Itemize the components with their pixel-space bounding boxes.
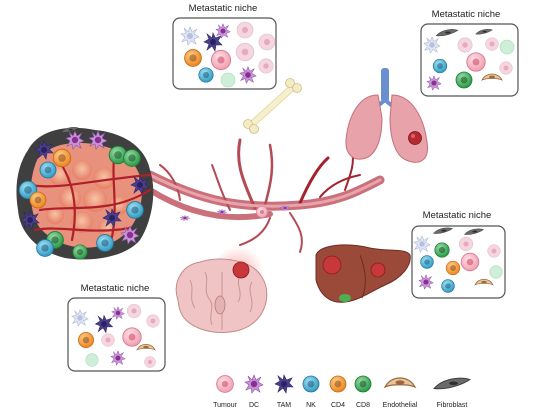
legend-label: CD8 [356,402,370,409]
metastatic-niche-lung: Metastatic niche [420,9,519,97]
legend-label: TAM [277,402,291,409]
primary-tumour [16,126,154,260]
cd4-t-cell-icon [329,375,347,393]
niche-title: Metastatic niche [432,9,501,20]
metastatic-niche-brain: Metastatic niche [67,283,166,372]
dendritic-cell-icon [244,374,264,394]
blood-vessels [145,138,385,253]
metastatic-niche-bone: Metastatic niche [172,3,277,90]
cd8-t-cell-icon [354,375,372,393]
tumour-cell-icon [216,375,234,393]
legend-label: NK [306,402,316,409]
lung-organ [345,68,429,163]
macrophage-icon [274,374,294,394]
legend: Tumour DC TAM NK CD4 CD8 Endothelial Fi [213,374,471,409]
legend-label: DC [249,402,259,409]
niche-title: Metastatic niche [81,283,150,294]
metastatic-niche-liver: Metastatic niche [411,210,506,299]
endothelial-cell-icon [384,377,416,388]
legend-label: Endothelial [383,402,418,409]
bone-organ [243,78,302,134]
niche-title: Metastatic niche [423,210,492,221]
legend-item-tumour: Tumour [213,375,238,409]
fibroblast-icon [433,377,471,390]
legend-label: Fibroblast [437,402,468,409]
legend-label: Tumour [213,402,238,409]
legend-item-cd8: CD8 [354,375,372,409]
legend-item-nk: NK [302,375,320,409]
legend-item-endothelial: Endothelial [383,377,418,409]
legend-item-cd4: CD4 [329,375,347,409]
liver-organ [315,244,411,303]
niche-title: Metastatic niche [189,3,258,14]
legend-label: CD4 [331,402,345,409]
nk-cell-icon [302,375,320,393]
legend-item-dc: DC [244,374,264,409]
brain-organ [175,246,268,333]
legend-item-tam: TAM [274,374,294,409]
legend-item-fibroblast: Fibroblast [433,377,471,409]
